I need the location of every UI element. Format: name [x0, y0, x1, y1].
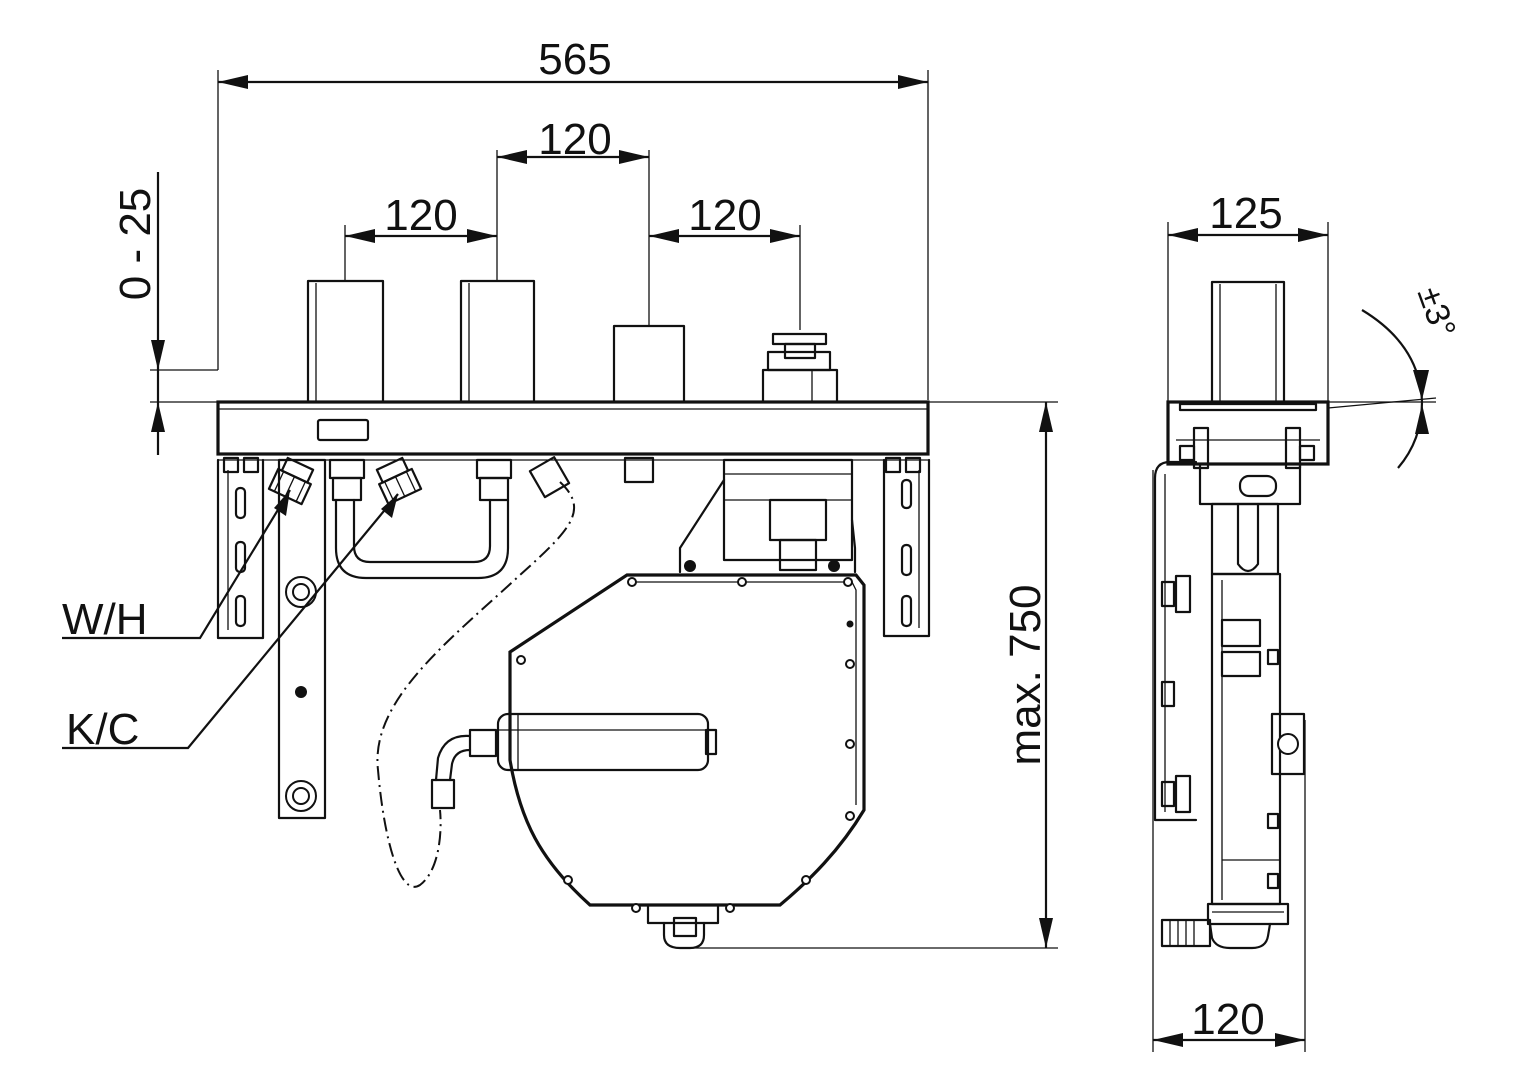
side-cartridge [1198, 462, 1302, 576]
side-bracket [1153, 460, 1198, 822]
main-box [430, 573, 866, 950]
dimension-max-height: max. 750 [680, 401, 1058, 949]
leader-lines [62, 489, 399, 750]
valve-handles [306, 279, 839, 404]
cartridge-housing [678, 458, 857, 574]
dimension-max-height-label: max. 750 [1001, 585, 1050, 766]
side-valve-body [1210, 280, 1286, 404]
side-view: 125 120 ±3° [1152, 189, 1463, 1052]
side-drain [1160, 902, 1290, 950]
side-main-box [1210, 572, 1306, 906]
flexible-hose [376, 481, 576, 888]
mounting-rail [216, 400, 930, 461]
dimension-tilt-angle: ±3° [1327, 282, 1463, 469]
front-view: 565 120 120 120 [62, 35, 1058, 950]
dimension-adjust-range-label: 0 - 25 [111, 188, 160, 301]
label-warm: W/H [62, 595, 148, 644]
side-mounting-plate [1166, 400, 1330, 470]
dimension-overall-width-label: 565 [538, 35, 611, 84]
dimension-spacing-left-label: 120 [384, 191, 457, 240]
bypass-pipe [334, 498, 510, 580]
dimension-side-top-width: 125 [1167, 189, 1329, 402]
dimension-side-top-width-label: 125 [1209, 189, 1282, 238]
support-post [277, 458, 327, 820]
dimension-adjust-range: 0 - 25 [111, 172, 218, 455]
dimension-spacing-middle-label: 120 [538, 115, 611, 164]
dimension-side-bottom-width-label: 120 [1191, 995, 1264, 1044]
dimension-spacing-right: 120 [649, 191, 801, 330]
dimension-overall-width: 565 [217, 35, 929, 400]
side-brackets [216, 456, 931, 640]
dimension-tilt-angle-label: ±3° [1410, 282, 1463, 343]
dimension-spacing-left: 120 [344, 191, 497, 280]
dimension-spacing-right-label: 120 [688, 191, 761, 240]
dimension-side-bottom-width: 120 [1152, 470, 1306, 1052]
dimension-spacing-middle: 120 [496, 115, 650, 326]
inlet-fittings [267, 456, 655, 506]
label-cold: K/C [66, 705, 139, 754]
